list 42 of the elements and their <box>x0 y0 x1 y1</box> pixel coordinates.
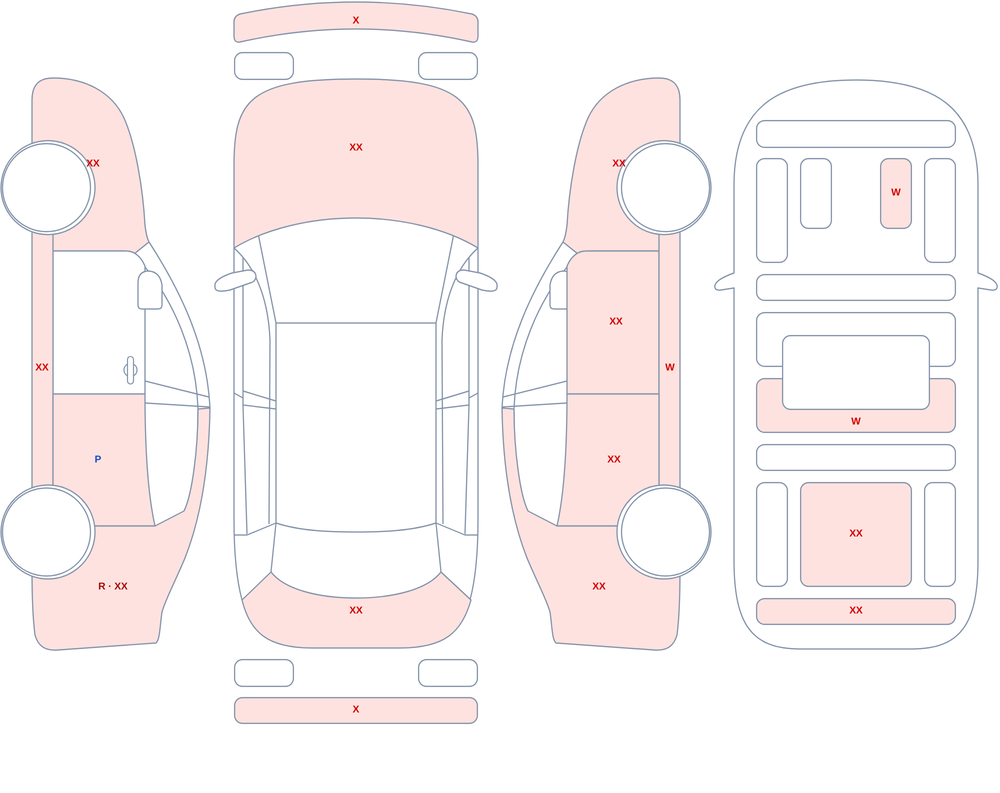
damage-code: R · XX <box>98 582 128 592</box>
interior-panel <box>756 158 788 263</box>
damage-code: XX <box>607 454 621 466</box>
damage-code: XX <box>849 528 863 540</box>
sill-panel <box>32 231 53 489</box>
damage-code: W <box>665 362 675 374</box>
interior-panel <box>800 158 832 229</box>
interior-panel <box>782 335 930 410</box>
door-panel <box>567 251 659 394</box>
damage-code: X <box>352 16 360 26</box>
interior-panel <box>756 120 956 148</box>
damage-code: X <box>352 704 360 716</box>
hood-panel <box>234 79 478 248</box>
damage-code: XX <box>609 316 623 328</box>
damage-code: XX <box>349 606 363 616</box>
damage-code: W <box>851 416 861 428</box>
light-panel <box>234 659 294 687</box>
interior-panel <box>756 444 956 471</box>
door-panel <box>557 394 659 526</box>
interior-panel <box>800 482 912 587</box>
bumper-panel <box>234 2 478 43</box>
damage-code: XX <box>592 582 606 592</box>
damage-code: W <box>891 188 901 198</box>
damage-code: XX <box>35 362 49 374</box>
interior-panel <box>756 274 956 301</box>
damage-code: XX <box>349 142 363 154</box>
interior-panel <box>880 158 912 229</box>
sill-panel <box>659 231 680 489</box>
damage-code: XX <box>86 158 100 170</box>
damage-code: P <box>94 454 102 466</box>
tailgate-panel <box>242 572 471 649</box>
door-panel <box>53 251 145 394</box>
bumper-panel <box>234 697 478 724</box>
light-panel <box>418 52 478 80</box>
light-panel <box>234 52 294 80</box>
light-panel <box>418 659 478 687</box>
damage-code: XX <box>612 158 626 170</box>
interior-panel <box>756 482 788 587</box>
interior-panel <box>924 482 956 587</box>
interior-panel <box>924 158 956 263</box>
interior-panel <box>756 598 956 625</box>
damage-code: XX <box>849 606 863 616</box>
